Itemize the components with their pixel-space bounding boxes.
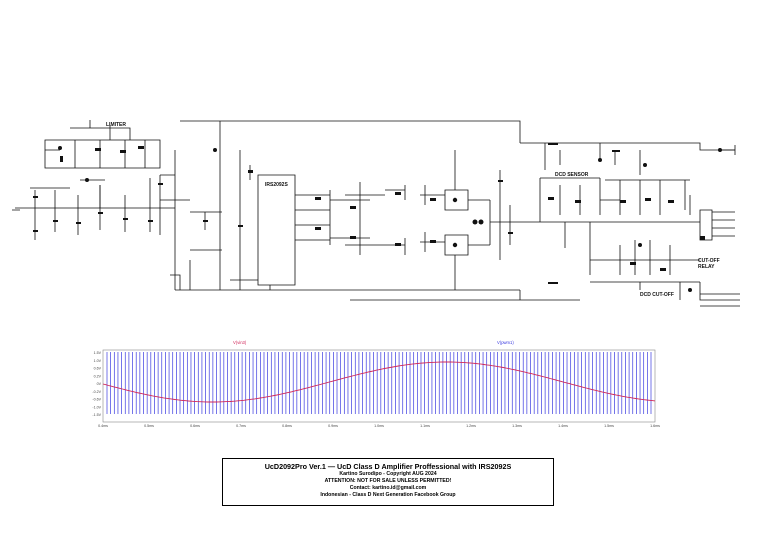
x-tick-label: 1.4ms	[558, 424, 568, 428]
sine-trace	[102, 361, 656, 403]
x-tick-label: 1.5ms	[604, 424, 614, 428]
y-tick-label: 0.2V	[94, 374, 102, 378]
y-tick-label: -1.5V	[92, 413, 101, 417]
y-axis-ticks: 1.5V 1.0V 0.6V 0.2V 0V -0.2V -0.6V -1.0V -1.5V	[92, 351, 101, 417]
pwm-trace	[106, 352, 652, 414]
x-tick-label: 1.2ms	[466, 424, 476, 428]
limiter-label: LIMITER	[106, 122, 126, 128]
schematic-wires	[12, 120, 740, 307]
title-block-group: Indonesian - Class D Next Generation Fac…	[320, 492, 456, 498]
y-tick-label: 0.6V	[94, 367, 102, 371]
dcd-sensor-label: DCD SENSOR	[555, 172, 589, 178]
y-tick-label: -0.6V	[92, 398, 101, 402]
x-tick-label: 0.4ms	[98, 424, 108, 428]
trace-label-pwm: V(pwm1)	[497, 340, 514, 345]
x-tick-label: 1.3ms	[512, 424, 522, 428]
plot-frame	[102, 349, 656, 423]
x-tick-label: 0.5ms	[144, 424, 154, 428]
title-block-contact: Contact: kartino.id@gmail.com	[349, 485, 427, 491]
x-tick-label: 0.9ms	[328, 424, 338, 428]
y-tick-label: 1.5V	[94, 351, 102, 355]
x-tick-label: 1.1ms	[420, 424, 430, 428]
y-tick-label: 1.0V	[94, 359, 102, 363]
title-block: UcD2092Pro Ver.1 — UcD Class D Amplifier…	[222, 458, 554, 506]
x-axis-ticks: 0.4ms 0.5ms 0.6ms 0.7ms 0.8ms 0.9ms 1.0ms 1.1ms…	[98, 424, 660, 428]
y-tick-label: -1.0V	[92, 405, 101, 409]
x-tick-label: 0.8ms	[282, 424, 292, 428]
y-tick-label: -0.2V	[92, 390, 101, 394]
x-tick-label: 0.7ms	[236, 424, 246, 428]
schematic-components	[33, 143, 722, 292]
dcd-cutoff-label: DCD CUT-OFF	[640, 292, 674, 298]
x-tick-label: 1.0ms	[374, 424, 384, 428]
x-tick-label: 0.6ms	[190, 424, 200, 428]
simulation-waveform-plot: 1.5V 1.0V 0.6V 0.2V 0V -0.2V -0.6V -1.0V -1.5V 0…	[92, 340, 660, 428]
trace-label-vin: V(vin3)	[233, 340, 247, 345]
y-tick-label: 0V	[97, 382, 102, 386]
ic-label: IRS2092S	[265, 182, 288, 188]
x-tick-label: 1.6ms	[650, 424, 660, 428]
title-block-title: UcD2092Pro Ver.1 — UcD Class D Amplifier…	[264, 462, 512, 471]
title-block-copyright: Kartino Surodipo - Copyright AUG 2024	[339, 471, 437, 477]
title-block-attention: ATTENTION: NOT FOR SALE UNLESS PERMITTED…	[324, 478, 452, 484]
